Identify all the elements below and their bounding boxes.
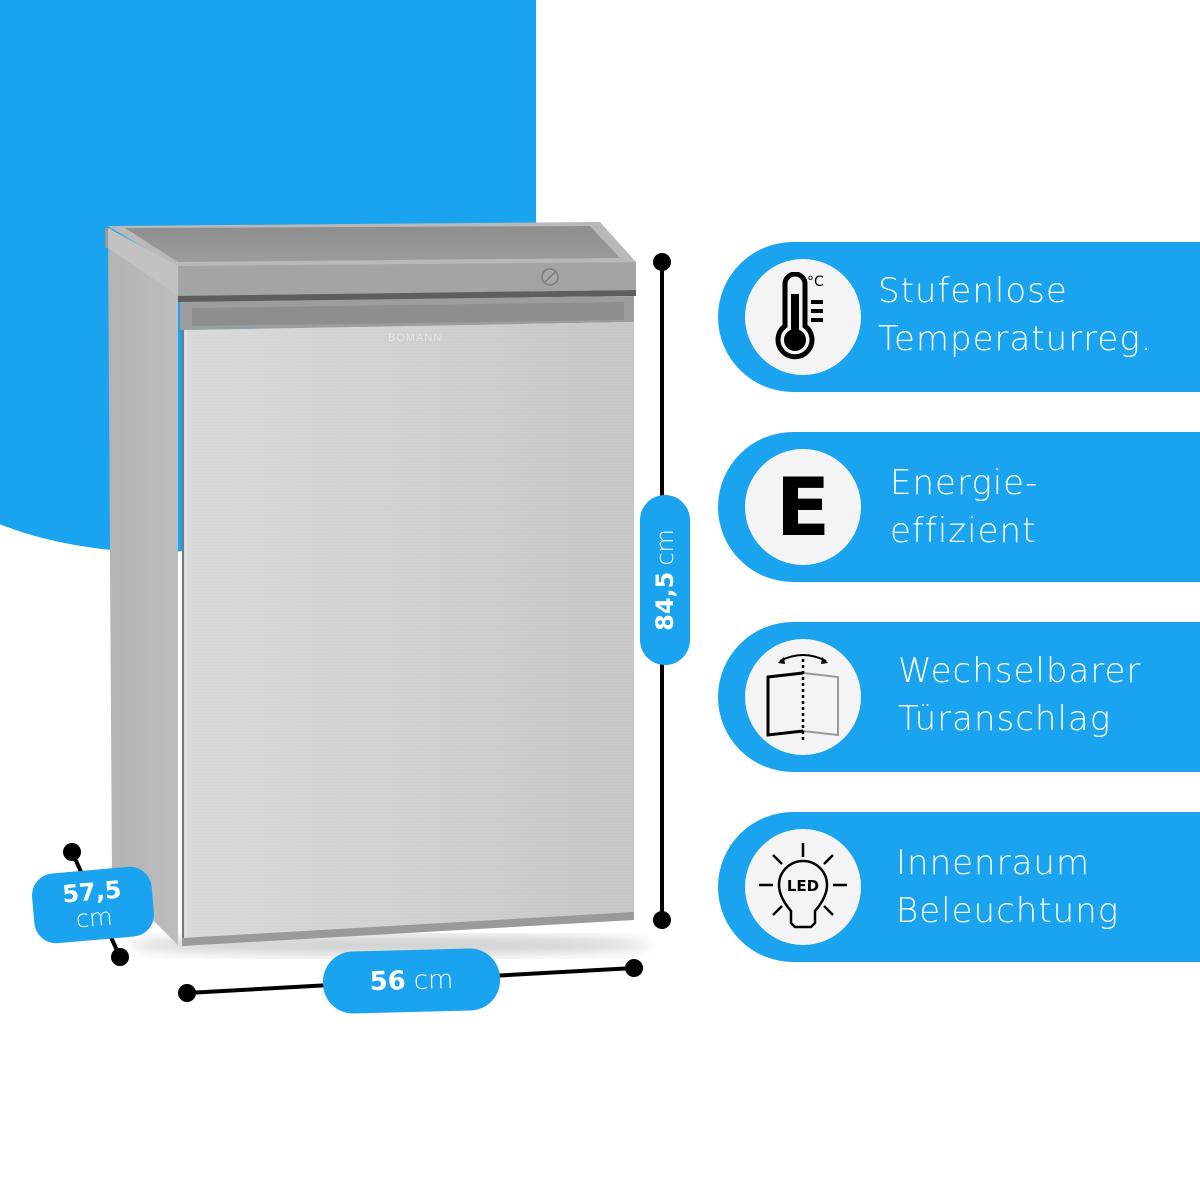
feature-label: Stufenlose Temperaturreg.: [878, 271, 1153, 359]
fridge-image: BOMANN: [0, 0, 700, 1000]
width-value: 56: [369, 966, 407, 998]
depth-value: 57,5: [61, 875, 123, 909]
feature-reversible-door: Wechselbarer Türanschlag: [718, 622, 1200, 772]
icon-circle: [745, 639, 861, 755]
feature-label: Energie- effizient: [890, 463, 1039, 551]
feature-interior-lighting: LED Innenraum Beleuchtung: [718, 812, 1200, 962]
depth-dimension-label: 57,5 cm: [30, 864, 156, 946]
icon-circle: E: [745, 449, 861, 565]
depth-endpoint-top: [63, 843, 81, 861]
icon-circle: LED: [745, 829, 861, 945]
brand-logo: BOMANN: [388, 332, 443, 344]
door-reversible-icon: [766, 654, 839, 743]
depth-unit: cm: [74, 902, 114, 934]
height-value: 84,5: [651, 571, 680, 631]
depth-endpoint-bottom: [111, 948, 129, 966]
height-endpoint-bottom: [653, 911, 671, 929]
feature-label: Wechselbarer Türanschlag: [898, 651, 1142, 739]
width-dimension-label: 56 cm: [322, 947, 501, 1015]
height-unit: cm: [651, 529, 680, 566]
height-dimension-label: 84,5 cm: [640, 495, 690, 665]
svg-text:LED: LED: [787, 877, 819, 895]
width-unit: cm: [413, 964, 454, 996]
fridge-illustration: [105, 222, 650, 955]
feature-energy-efficiency: E Energie- effizient: [718, 432, 1200, 582]
icon-circle: °C: [745, 259, 861, 375]
led-bulb-icon: LED: [759, 843, 847, 929]
energy-class-icon: E: [775, 461, 831, 554]
thermometer-icon: °C: [775, 272, 824, 360]
width-endpoint-left: [178, 984, 196, 1002]
feature-label: Innenraum Beleuchtung: [896, 843, 1120, 931]
svg-text:°C: °C: [807, 274, 824, 290]
height-endpoint-top: [653, 253, 671, 271]
feature-temperature-control: °C Stufenlose Temperaturreg.: [718, 242, 1200, 392]
width-endpoint-right: [625, 959, 643, 977]
